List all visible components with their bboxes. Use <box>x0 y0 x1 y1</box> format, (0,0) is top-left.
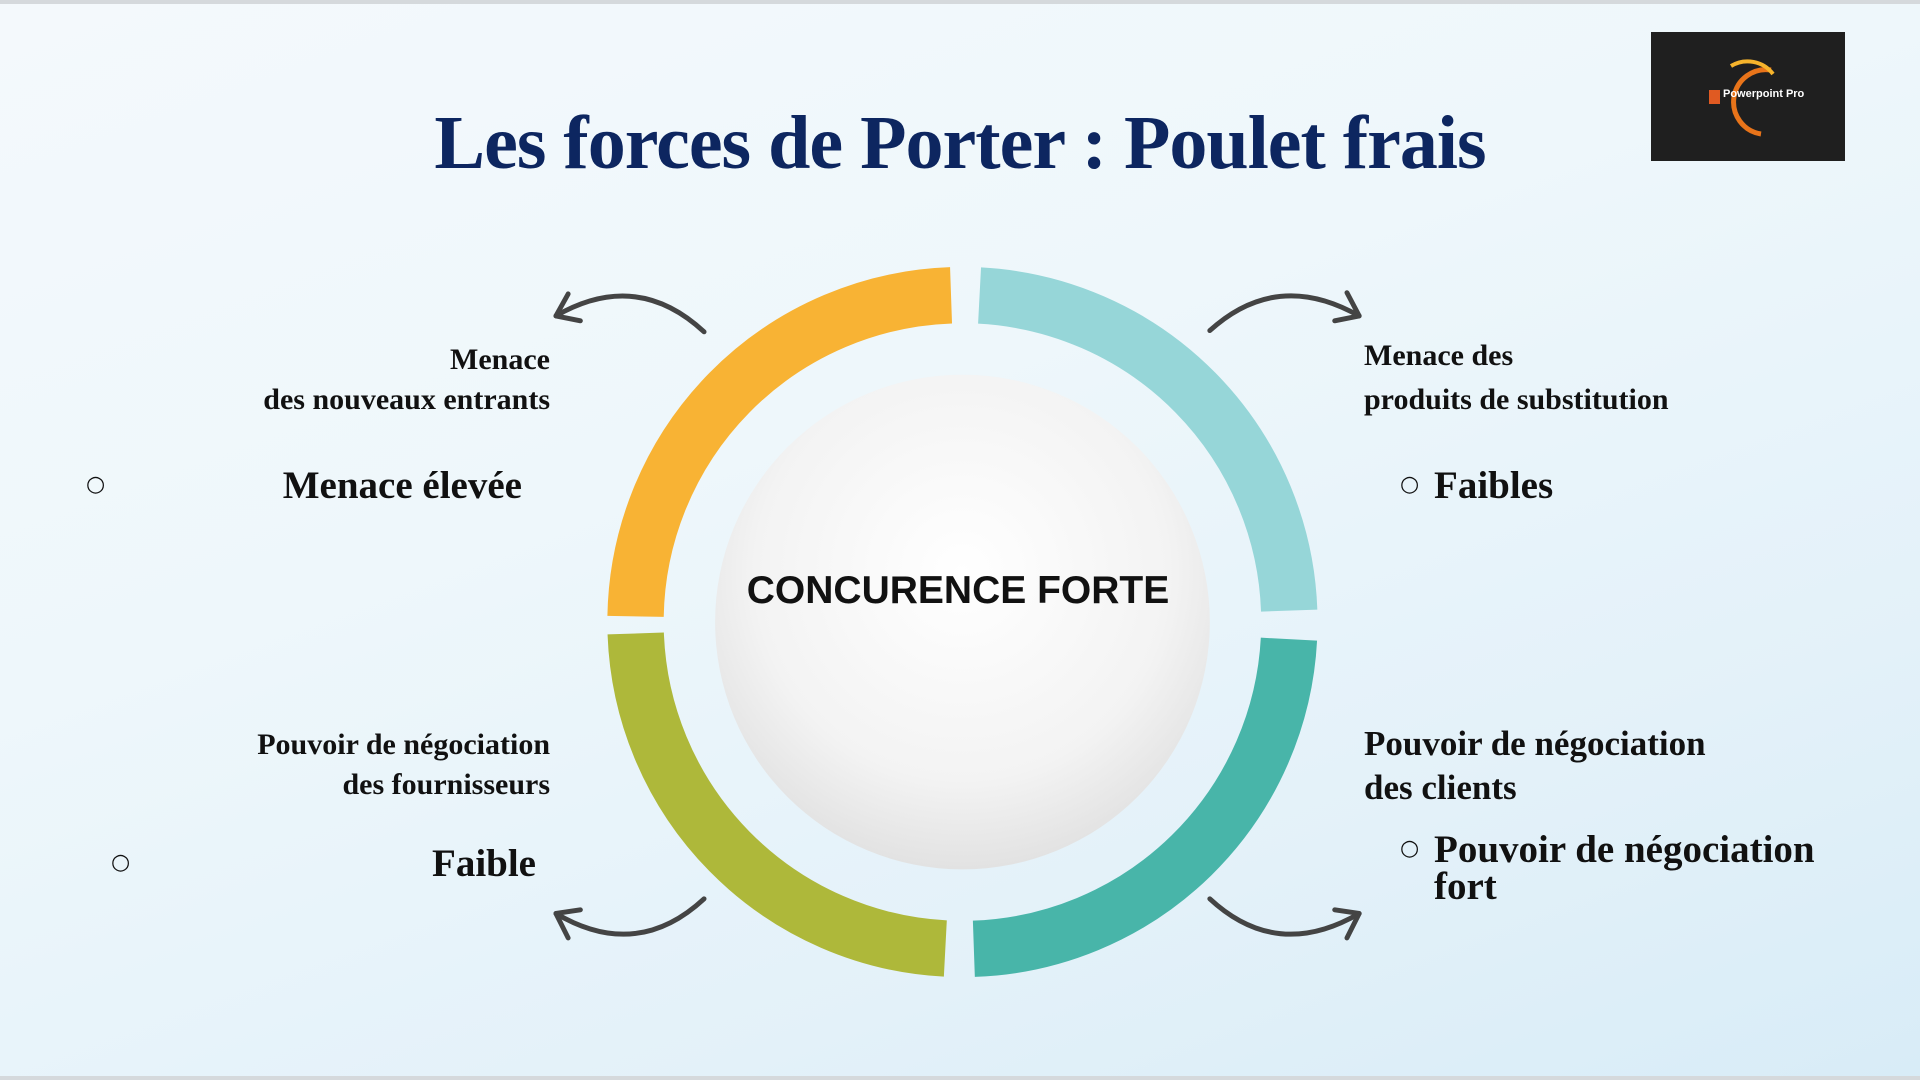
curved-arrow-bottom-left-icon <box>553 896 707 941</box>
bullet-icon: ○ <box>1400 836 1420 861</box>
page-title: Les forces de Porter : Poulet frais <box>434 101 1486 185</box>
curved-arrow-top-left-icon <box>553 291 707 335</box>
logo-text: Powerpoint Pro <box>1723 88 1805 100</box>
suppliers-heading: Pouvoir de négociation des fournisseurs <box>257 728 550 801</box>
segment-suppliers <box>607 632 947 977</box>
bottom-border <box>0 1076 1920 1080</box>
segment-substitutes <box>977 267 1318 612</box>
bullet-icon: ○ <box>1400 472 1420 497</box>
substitutes-heading: Menace des produits de substitution <box>1364 339 1669 416</box>
clients-value: Pouvoir de négociation fort <box>1434 828 1815 908</box>
center-circle <box>715 374 1210 870</box>
logo: Powerpoint Pro <box>1651 32 1845 161</box>
new-entrants-heading: Menace des nouveaux entrants <box>263 343 550 416</box>
substitutes-value: Faibles <box>1434 464 1554 507</box>
logo-ring-icon <box>1709 59 1775 137</box>
bullet-icon: ○ <box>86 472 106 497</box>
suppliers-value: Faible <box>432 842 536 885</box>
segment-new-entrants <box>607 267 953 617</box>
top-border <box>0 0 1920 4</box>
segment-clients <box>972 637 1318 977</box>
new-entrants-value: Menace élevée <box>282 464 522 507</box>
center-label: CONCURENCE FORTE <box>746 569 1170 612</box>
clients-heading: Pouvoir de négociation des clients <box>1364 724 1706 807</box>
curved-arrow-bottom-right-icon <box>1207 896 1362 941</box>
bullet-icon: ○ <box>111 850 131 875</box>
curved-arrow-top-right-icon <box>1207 290 1362 334</box>
